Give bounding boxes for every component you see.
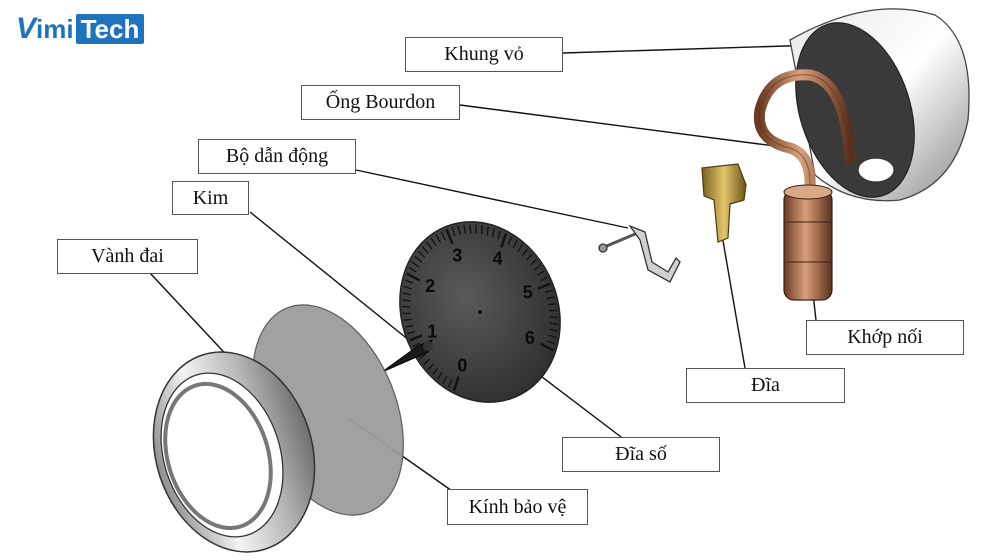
dial-part: 01 23 45 6 bbox=[399, 221, 561, 403]
dial-minor-tick bbox=[411, 261, 420, 268]
dial-minor-tick bbox=[404, 279, 413, 284]
dial-number: 1 bbox=[427, 321, 437, 341]
dial-minor-tick bbox=[412, 342, 420, 348]
dial-minor-tick bbox=[517, 244, 523, 252]
dial-minor-tick bbox=[497, 230, 501, 240]
dial-minor-tick bbox=[408, 266, 417, 273]
dial-minor-tick bbox=[414, 255, 422, 263]
leader-kim bbox=[249, 211, 416, 346]
dial-major-tick bbox=[409, 334, 423, 342]
dial-minor-tick bbox=[549, 322, 558, 325]
dial-ticks bbox=[402, 224, 558, 391]
vimitech-logo: V imi Tech bbox=[16, 12, 145, 46]
dial-minor-tick bbox=[507, 236, 513, 245]
dial-major-tick bbox=[406, 272, 421, 282]
dial-minor-tick bbox=[402, 299, 411, 302]
dial-minor-tick bbox=[427, 363, 434, 371]
logo-v: V bbox=[16, 12, 37, 45]
dial-minor-tick bbox=[442, 375, 448, 384]
movement-part bbox=[598, 224, 681, 283]
label-dia: Đĩa bbox=[686, 368, 845, 403]
dial-minor-tick bbox=[549, 328, 558, 332]
needle-part bbox=[381, 339, 433, 373]
dial-minor-tick bbox=[546, 296, 555, 300]
dial-major-tick bbox=[452, 376, 460, 391]
dial-minor-tick bbox=[405, 324, 414, 328]
dial-minor-tick bbox=[417, 250, 426, 258]
dial-major-tick bbox=[500, 233, 508, 248]
label-ong-bourdon: Ống Bourdon bbox=[301, 85, 460, 120]
label-vanh-dai: Vành đai bbox=[57, 239, 198, 274]
label-kinh-bao-ve: Kính bảo vệ bbox=[447, 489, 588, 525]
leader-ong-bourdon bbox=[459, 104, 791, 149]
leader-dia bbox=[721, 234, 746, 369]
label-khung-vo: Khung vỏ bbox=[405, 37, 563, 72]
bourdon-tube-part bbox=[753, 69, 856, 196]
dial-minor-tick bbox=[486, 226, 489, 236]
dial-minor-tick bbox=[530, 259, 537, 266]
dial-minor-tick bbox=[437, 372, 443, 380]
dial-minor-tick bbox=[432, 367, 439, 376]
dial-number: 0 bbox=[457, 355, 467, 375]
bezel-part bbox=[152, 351, 316, 553]
dial-minor-tick bbox=[457, 225, 461, 235]
dial-minor-tick bbox=[548, 303, 557, 306]
label-dia-so: Đĩa số bbox=[562, 437, 720, 472]
dial-minor-tick bbox=[544, 289, 553, 294]
dial-minor-tick bbox=[549, 316, 558, 319]
dial-minor-tick bbox=[451, 227, 456, 237]
dial-minor-tick bbox=[447, 379, 453, 388]
dial-minor-tick bbox=[512, 240, 518, 249]
dial-minor-tick bbox=[547, 340, 556, 345]
leader-bo-dan-dong bbox=[355, 169, 629, 229]
dial-minor-tick bbox=[402, 305, 411, 308]
dial-number: 6 bbox=[525, 328, 535, 348]
dial-minor-tick bbox=[533, 264, 541, 271]
logo-tech: Tech bbox=[75, 14, 145, 44]
case-part bbox=[789, 8, 970, 202]
dial-minor-tick bbox=[403, 285, 412, 290]
dial-minor-tick bbox=[440, 231, 446, 241]
dial-minor-tick bbox=[548, 334, 557, 339]
dial-minor-tick bbox=[423, 358, 430, 365]
label-kim: Kim bbox=[172, 181, 249, 215]
dial-number: 2 bbox=[425, 276, 435, 296]
label-bo-dan-dong: Bộ dẫn động bbox=[198, 139, 356, 174]
plate-part bbox=[701, 163, 747, 243]
dial-minor-tick bbox=[421, 245, 429, 254]
leader-khung-vo bbox=[562, 44, 819, 54]
dial-major-tick bbox=[445, 228, 454, 245]
dial-minor-tick bbox=[407, 330, 416, 335]
dial-minor-tick bbox=[402, 292, 411, 296]
dial-major-tick bbox=[539, 342, 554, 352]
dial-numbers: 01 23 45 6 bbox=[425, 246, 535, 376]
dial-major-tick bbox=[537, 282, 551, 290]
dial-minor-tick bbox=[540, 276, 548, 282]
dial-minor-tick bbox=[469, 224, 472, 234]
dial-minor-tick bbox=[430, 237, 437, 247]
dial-minor-tick bbox=[426, 241, 433, 250]
dial-minor-tick bbox=[492, 228, 495, 238]
dial-minor-tick bbox=[435, 234, 442, 244]
logo-imi: imi bbox=[36, 13, 74, 44]
dial-minor-tick bbox=[419, 353, 427, 360]
dial-number: 3 bbox=[452, 246, 462, 266]
dial-center bbox=[478, 310, 482, 314]
dial-minor-tick bbox=[537, 270, 545, 276]
dial-number: 4 bbox=[493, 249, 503, 269]
joint-part bbox=[783, 184, 833, 301]
dial-number: 5 bbox=[523, 283, 533, 303]
dial-minor-tick bbox=[463, 224, 467, 235]
dial-minor-tick bbox=[521, 248, 528, 257]
dial-minor-tick bbox=[526, 253, 533, 261]
label-khop-noi: Khớp nối bbox=[806, 320, 964, 355]
dial-minor-tick bbox=[403, 318, 412, 321]
